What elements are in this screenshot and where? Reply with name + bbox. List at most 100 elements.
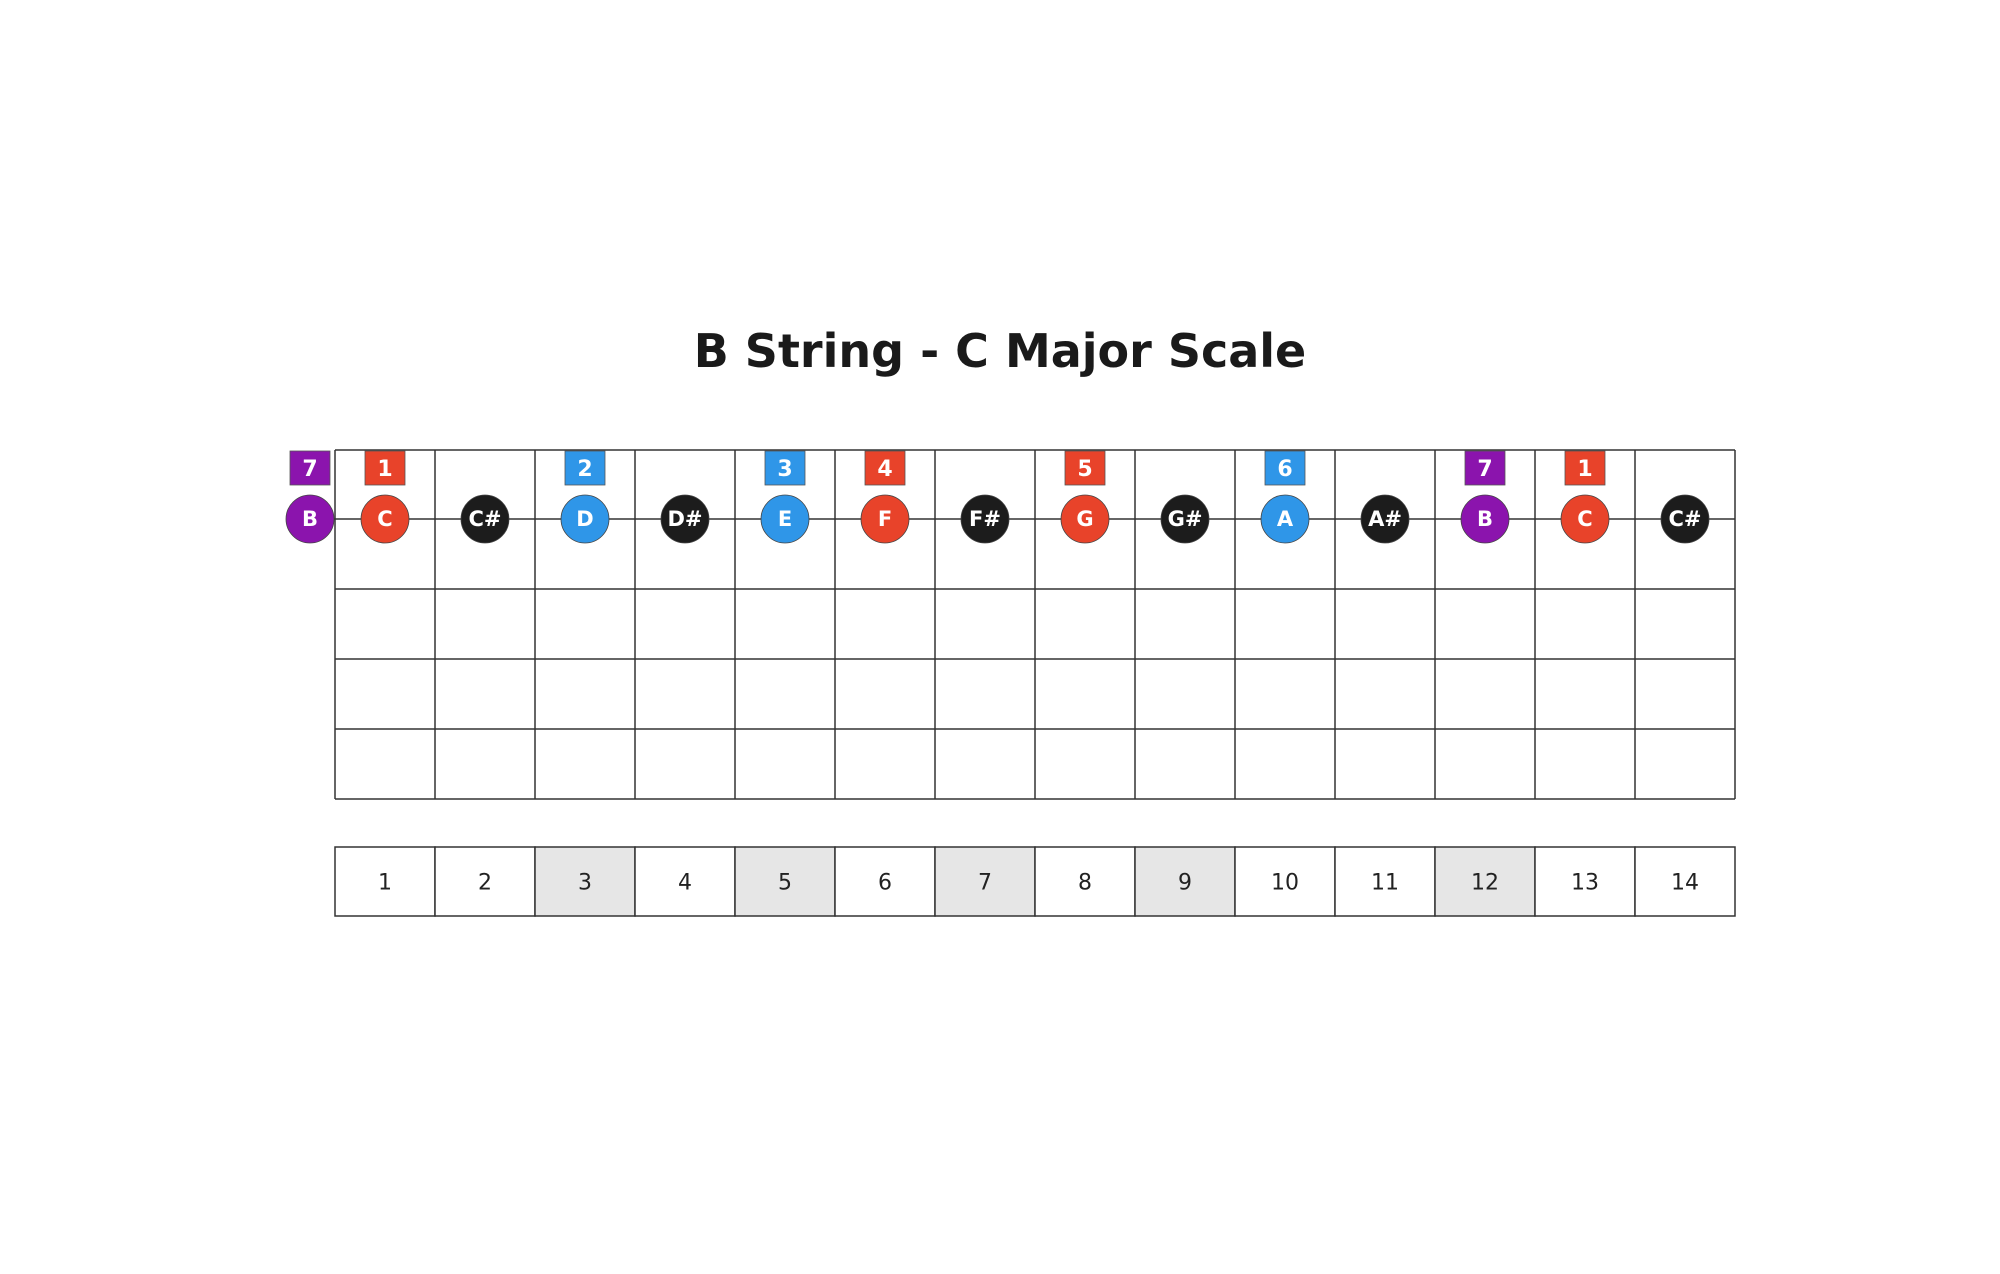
note-label: C#: [1668, 507, 1701, 531]
note-label: F: [878, 507, 892, 531]
note-dot: [1060, 494, 1110, 544]
degree-badge: [289, 450, 331, 486]
note-label: G: [1076, 507, 1093, 531]
fret-cell: [1234, 846, 1336, 917]
note-label: B: [302, 507, 318, 531]
degree-label: 7: [302, 457, 317, 482]
fret-number-label: 13: [1571, 871, 1599, 896]
degree-badge: [364, 450, 406, 486]
note-dot: [1260, 494, 1310, 544]
note-label: D: [576, 507, 593, 531]
note-label: E: [778, 507, 792, 531]
note-dot: [1460, 494, 1510, 544]
degree-label: 3: [777, 457, 792, 482]
note-dot: [560, 494, 610, 544]
fret-marker-cell: [934, 846, 1036, 917]
degree-badge: [864, 450, 906, 486]
fret-number-label: 8: [1078, 871, 1092, 896]
note-fret-8: 5G: [1060, 450, 1110, 544]
note-fret-7: F#: [960, 494, 1010, 544]
fret-number-cell: 5: [734, 846, 836, 917]
note-dot: [1560, 494, 1610, 544]
note-label: C#: [468, 507, 501, 531]
fret-cell: [434, 846, 536, 917]
note-dot: [960, 494, 1010, 544]
note-fret-6: 4F: [860, 450, 910, 544]
note-label: B: [1477, 507, 1493, 531]
degree-label: 1: [1577, 457, 1592, 482]
fret-number-label: 3: [578, 871, 592, 896]
note-fret-13: 1C: [1560, 450, 1610, 544]
fret-cell: [1034, 846, 1136, 917]
fret-number-label: 6: [878, 871, 892, 896]
fret-cell: [1334, 846, 1436, 917]
fret-cell: [1534, 846, 1636, 917]
note-label: F#: [969, 507, 1001, 531]
note-label: C: [377, 507, 392, 531]
fret-number-cell: 2: [434, 846, 536, 917]
degree-badge: [1564, 450, 1606, 486]
fret-cell: [634, 846, 736, 917]
degree-badge: [1064, 450, 1106, 486]
fret-number-label: 1: [378, 871, 392, 896]
fret-number-cell: 4: [634, 846, 736, 917]
degree-badge: [764, 450, 806, 486]
fret-number-cell: 8: [1034, 846, 1136, 917]
fret-marker-cell: [1434, 846, 1536, 917]
fret-cell: [1634, 846, 1736, 917]
note-dot: [1160, 494, 1210, 544]
fret-number-label: 7: [978, 871, 992, 896]
note-fret-5: 3E: [760, 450, 810, 544]
note-fret-2: C#: [460, 494, 510, 544]
fret-number-cell: 11: [1334, 846, 1436, 917]
note-fret-11: A#: [1360, 494, 1410, 544]
fret-marker-cell: [734, 846, 836, 917]
note-dot: [1660, 494, 1710, 544]
degree-label: 2: [577, 457, 592, 482]
fret-number-cell: 12: [1434, 846, 1536, 917]
note-label: A: [1277, 507, 1294, 531]
note-fret-12: 7B: [1460, 450, 1510, 544]
degree-label: 1: [377, 457, 392, 482]
fret-number-label: 11: [1371, 871, 1399, 896]
degree-badge: [564, 450, 606, 486]
note-fret-9: G#: [1160, 494, 1210, 544]
note-fret-3: 2D: [560, 450, 610, 544]
note-fret-1: 1C: [360, 450, 410, 544]
fret-marker-cell: [1134, 846, 1236, 917]
degree-label: 5: [1077, 457, 1092, 482]
note-label: G#: [1168, 507, 1203, 531]
fret-number-cell: 9: [1134, 846, 1236, 917]
fret-number-label: 5: [778, 871, 792, 896]
note-dot: [760, 494, 810, 544]
fret-number-label: 9: [1178, 871, 1192, 896]
note-open: 7B: [285, 450, 335, 544]
fret-cell: [834, 846, 936, 917]
note-fret-14: C#: [1660, 494, 1710, 544]
note-fret-4: D#: [660, 494, 710, 544]
note-label: D#: [667, 507, 702, 531]
fret-number-label: 10: [1271, 871, 1299, 896]
fret-number-label: 4: [678, 871, 692, 896]
degree-badge: [1264, 450, 1306, 486]
note-dot: [285, 494, 335, 544]
fret-number-cell: 6: [834, 846, 936, 917]
fret-marker-cell: [534, 846, 636, 917]
note-label: A#: [1368, 507, 1402, 531]
page-title: B String - C Major Scale: [694, 324, 1307, 378]
degree-badge: [1464, 450, 1506, 486]
degree-label: 6: [1277, 457, 1292, 482]
note-dot: [460, 494, 510, 544]
fret-number-cell: 7: [934, 846, 1036, 917]
note-dot: [1360, 494, 1410, 544]
fretboard-grid: [334, 449, 1736, 800]
fret-number-cell: 10: [1234, 846, 1336, 917]
fret-number-label: 12: [1471, 871, 1499, 896]
note-dot: [860, 494, 910, 544]
fret-number-label: 2: [478, 871, 492, 896]
fret-number-cell: 14: [1634, 846, 1736, 917]
degree-label: 7: [1477, 457, 1492, 482]
